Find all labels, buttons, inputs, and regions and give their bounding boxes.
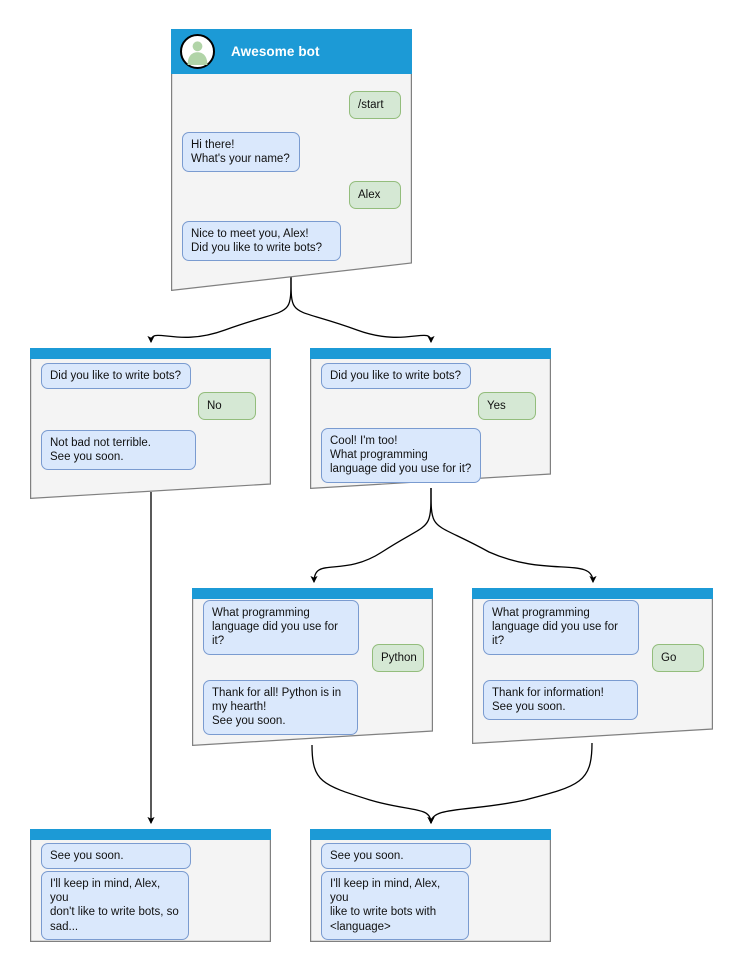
chat-node-end-no[interactable]: See you soon. I'll keep in mind, Alex, y… bbox=[30, 829, 271, 942]
message-bubble-bot: Not bad not terrible. See you soon. bbox=[41, 430, 196, 471]
message-bubble-bot: Did you like to write bots? bbox=[321, 363, 471, 390]
node-go-header bbox=[472, 588, 713, 599]
message-bubble-bot: What programming language did you use fo… bbox=[483, 600, 639, 655]
message-bubble-bot: See you soon. bbox=[41, 843, 191, 870]
message-bubble-user: No bbox=[198, 392, 256, 420]
edge-yes-to-python bbox=[310, 487, 432, 584]
node-end-no-header bbox=[30, 829, 271, 840]
edge-python-to-end-yes bbox=[311, 744, 435, 825]
chat-node-end-yes[interactable]: See you soon. I'll keep in mind, Alex, y… bbox=[310, 829, 551, 942]
node-no-body: Did you like to write bots? No Not bad n… bbox=[30, 348, 271, 499]
node-end-no-body: See you soon. I'll keep in mind, Alex, y… bbox=[30, 829, 271, 942]
bot-title: Awesome bot bbox=[231, 44, 320, 59]
message-bubble-bot: Did you like to write bots? bbox=[41, 363, 191, 390]
node-root-header: Awesome bot bbox=[171, 29, 412, 74]
message-bubble-bot: Thank for all! Python is in my hearth! S… bbox=[203, 680, 358, 735]
node-yes-body: Did you like to write bots? Yes Cool! I'… bbox=[310, 348, 551, 489]
edge-go-to-end-yes bbox=[427, 742, 593, 825]
chat-node-yes-branch[interactable]: Did you like to write bots? Yes Cool! I'… bbox=[310, 348, 551, 489]
node-root-body: Awesome bot /start Hi there! What's your… bbox=[171, 29, 412, 291]
chat-node-python-branch[interactable]: What programming language did you use fo… bbox=[192, 588, 433, 746]
message-bubble-bot: What programming language did you use fo… bbox=[203, 600, 359, 655]
message-bubble-bot: Cool! I'm too! What programming language… bbox=[321, 428, 481, 483]
node-python-header bbox=[192, 588, 433, 599]
message-bubble-bot: I'll keep in mind, Alex, you like to wri… bbox=[321, 871, 469, 940]
message-bubble-user: Go bbox=[652, 644, 704, 672]
message-bubble-bot: I'll keep in mind, Alex, you don't like … bbox=[41, 871, 189, 940]
message-bubble-bot: Nice to meet you, Alex! Did you like to … bbox=[182, 221, 341, 262]
chat-node-no-branch[interactable]: Did you like to write bots? No Not bad n… bbox=[30, 348, 271, 499]
edge-yes-to-go bbox=[430, 487, 597, 584]
message-bubble-user: Yes bbox=[478, 392, 536, 420]
node-end-yes-body: See you soon. I'll keep in mind, Alex, y… bbox=[310, 829, 551, 942]
node-yes-header bbox=[310, 348, 551, 359]
message-bubble-user: /start bbox=[349, 91, 401, 119]
node-end-yes-header bbox=[310, 829, 551, 840]
person-avatar-icon bbox=[180, 34, 215, 69]
chat-node-go-branch[interactable]: What programming language did you use fo… bbox=[472, 588, 713, 744]
message-bubble-user: Alex bbox=[349, 181, 401, 209]
chat-node-root[interactable]: Awesome bot /start Hi there! What's your… bbox=[171, 29, 412, 291]
message-bubble-bot: Thank for information! See you soon. bbox=[483, 680, 638, 721]
message-bubble-user: Python bbox=[372, 644, 424, 672]
node-no-header bbox=[30, 348, 271, 359]
message-bubble-bot: See you soon. bbox=[321, 843, 471, 870]
node-go-body: What programming language did you use fo… bbox=[472, 588, 713, 744]
message-bubble-bot: Hi there! What's your name? bbox=[182, 132, 300, 173]
node-python-body: What programming language did you use fo… bbox=[192, 588, 433, 746]
